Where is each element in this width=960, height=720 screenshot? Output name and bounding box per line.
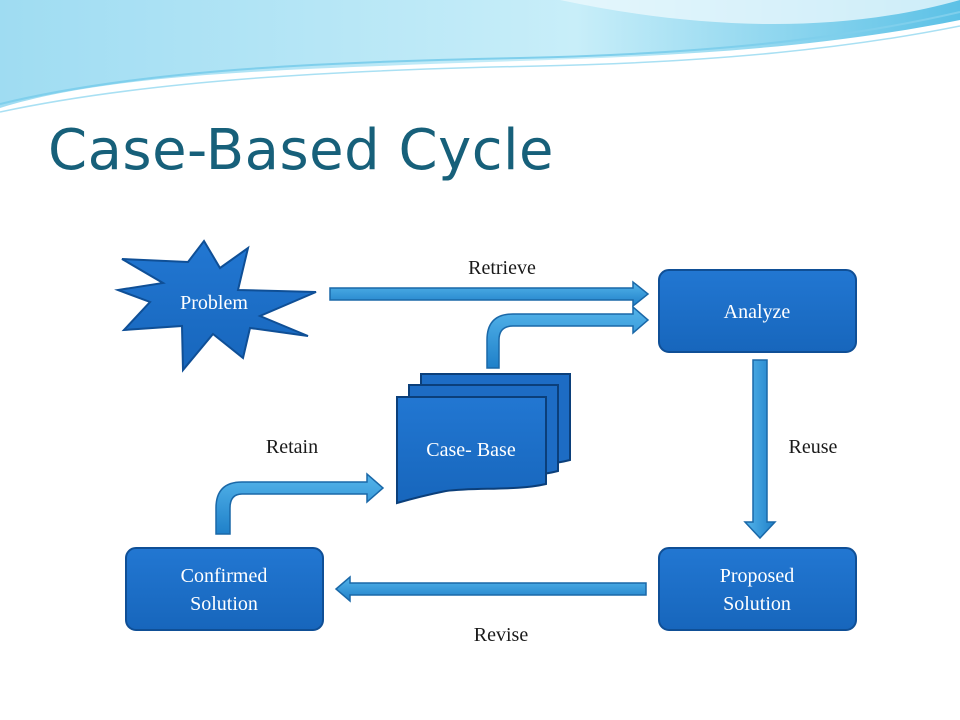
problem-label: Problem [180,292,248,314]
reuse-arrow [743,359,777,540]
reuse-label: Reuse [789,436,838,458]
proposed-solution-label-line1: Proposed [720,565,794,587]
retain-arrow [215,472,385,535]
confirmed-solution-box [125,547,324,631]
problem-node: Problem [114,239,317,373]
revise-arrow [334,575,647,603]
confirmed-solution-node: Confirmed Solution [125,547,324,631]
case-base-node: Case- Base [396,373,571,505]
slide-title: Case-Based Cycle [48,118,555,183]
retrieve-arrow [329,280,650,308]
case-base-doc-front [396,396,547,505]
analyze-node: Analyze [658,269,857,353]
retain-label: Retain [266,436,318,458]
problem-burst-shape [114,239,317,373]
proposed-solution-label-line2: Solution [723,593,791,615]
confirmed-solution-label-line1: Confirmed [181,565,268,587]
confirmed-solution-label-line2: Solution [190,593,258,615]
proposed-solution-node: Proposed Solution [658,547,857,631]
case-base-to-analyze-arrow [486,305,650,369]
analyze-label: Analyze [724,301,791,323]
retrieve-label: Retrieve [468,257,536,279]
revise-label: Revise [474,624,529,646]
proposed-solution-box [658,547,857,631]
header-wave-decoration [0,0,960,113]
analyze-box [658,269,857,353]
case-base-label: Case- Base [426,439,516,461]
